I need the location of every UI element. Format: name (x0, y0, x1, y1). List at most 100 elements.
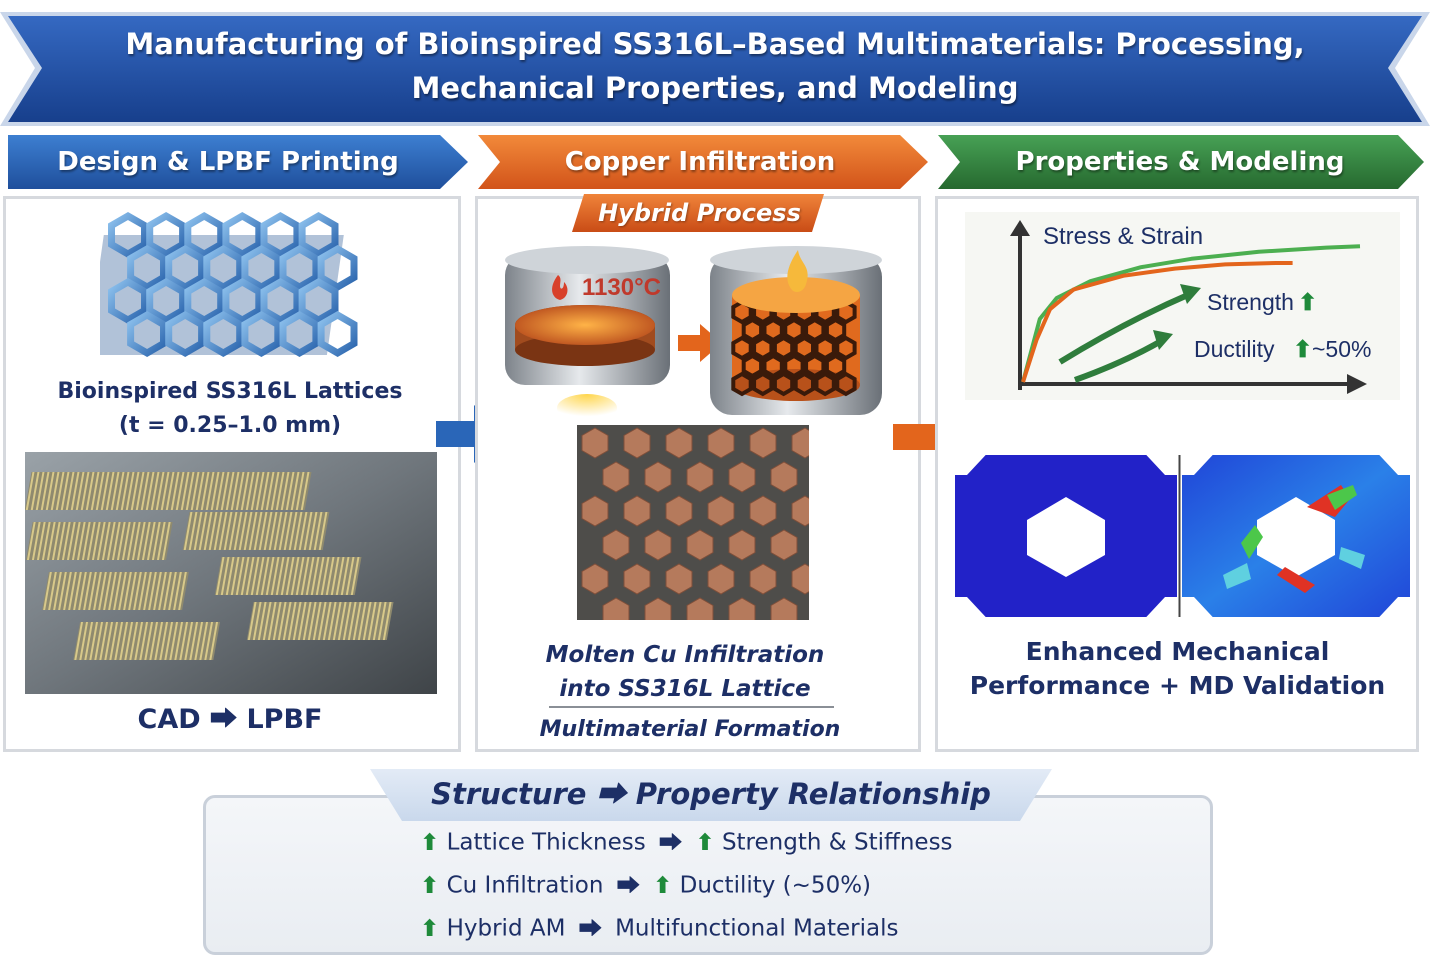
copper-cell (707, 563, 735, 595)
lattice-cell (127, 244, 167, 292)
md-undeformed-lattice (955, 455, 1177, 617)
relationship-row-3: ⬆ Hybrid AM ⮕ Multifunctional Materials (420, 911, 898, 945)
hybrid-process-badge: Hybrid Process (598, 199, 801, 227)
lattice-cell (317, 310, 358, 358)
infiltrated-cell (804, 317, 826, 343)
copper-cell (728, 461, 756, 493)
infiltrated-cell (752, 371, 774, 397)
infiltration-caption-line-1: Molten Cu Infiltration (545, 642, 825, 668)
page-title: Manufacturing of Bioinspired SS316L–Base… (65, 22, 1365, 110)
relationship-cause: Lattice Thickness (446, 829, 646, 856)
copper-cell (644, 461, 672, 493)
lattice-cell (165, 310, 206, 358)
stage-3-label: Properties & Modeling (1015, 147, 1345, 177)
lattice-cell (241, 244, 282, 292)
cad-to-lpbf-flow: CAD ⮕ LPBF (120, 700, 340, 740)
relationship-effect: Multifunctional Materials (615, 915, 899, 942)
stage-3-arrow (938, 135, 1424, 189)
flow-arrow-icon: ⮕ (210, 704, 238, 735)
stage-1-label: Design & LPBF Printing (57, 147, 399, 177)
copper-cell (602, 529, 630, 561)
strength-up-arrow-icon: ⬆ (1298, 289, 1317, 315)
relationship-tab (370, 769, 1052, 821)
infiltrated-cell (772, 335, 795, 361)
copper-cell (749, 427, 777, 459)
lattice-cell (241, 310, 282, 358)
copper-cell (665, 495, 693, 527)
infiltrated-cell (731, 335, 753, 361)
lattice-cell (203, 310, 244, 358)
infiltrated-cell (835, 371, 857, 397)
lattice-caption-line-1: Bioinspired SS316L Lattices (57, 379, 403, 404)
lattice-cell (165, 244, 206, 292)
lattice-cell (298, 277, 339, 325)
infiltrated-cell (783, 353, 805, 379)
copper-cell (644, 597, 672, 620)
relationship-effect: Strength & Stiffness (721, 829, 953, 856)
lattice-cell (317, 244, 358, 292)
lpbf-build-plate-photo (25, 452, 437, 694)
copper-cell (686, 461, 714, 493)
infiltrated-cell (741, 353, 764, 379)
x-axis-arrowhead (1347, 374, 1367, 394)
hybrid-process-badge-shape (572, 194, 824, 232)
copper-cell (602, 597, 630, 620)
copper-cell (749, 563, 777, 595)
right-arrow-icon: ⮕ (616, 872, 640, 899)
copper-cell (791, 495, 809, 527)
copper-cell (665, 563, 693, 595)
infiltrated-cell (793, 371, 815, 397)
infiltration-caption-line-2: into SS316L Lattice (559, 676, 811, 702)
copper-cell (644, 529, 672, 561)
infiltration-flame-icon (787, 250, 808, 292)
printed-lattice-sample (164, 472, 312, 510)
copper-cell (791, 427, 809, 459)
lattice-cell (279, 244, 320, 292)
lattice-cell (146, 211, 187, 259)
infiltration-caption: Molten Cu Infiltration into SS316L Latti… (500, 638, 870, 706)
copper-cell (728, 597, 756, 620)
copper-cell (623, 563, 651, 595)
copper-cell (728, 529, 756, 561)
lattice-cell (127, 310, 167, 358)
cu-infiltrated-micrograph (577, 425, 809, 620)
lattice-cell (184, 277, 225, 325)
flame-icon (552, 275, 568, 300)
series-line-1 (1021, 244, 1361, 383)
relationship-box (203, 795, 1213, 955)
copper-cell (623, 427, 651, 459)
honeycomb-lattice-illustration (100, 211, 358, 358)
lattice-cell (298, 211, 339, 259)
title-line-1: Manufacturing of Bioinspired SS316L–Base… (125, 27, 1305, 61)
ductility-value: ~50% (1312, 336, 1371, 362)
relationship-effect: Ductility (~50%) (679, 872, 872, 899)
flow-from-label: CAD (137, 704, 201, 735)
copper-cell (686, 529, 714, 561)
stage-1-arrow (8, 135, 468, 189)
infiltrated-cell (814, 335, 836, 361)
copper-cell (791, 563, 809, 595)
infiltrated-cell (783, 317, 805, 343)
infiltrated-cell (762, 353, 784, 379)
infiltrated-cell (824, 353, 847, 379)
copper-cell (581, 495, 609, 527)
lattice-cell (260, 211, 301, 259)
up-arrow-icon: ⬆ (695, 829, 715, 856)
lattice-cell (222, 211, 263, 259)
printed-lattice-sample (214, 557, 362, 595)
copper-cell (770, 597, 798, 620)
series-line-2 (1021, 261, 1293, 383)
copper-cell (707, 427, 735, 459)
printed-lattice-sample (42, 572, 189, 610)
copper-cell (770, 461, 798, 493)
properties-caption-line-1: Enhanced Mechanical (1025, 637, 1330, 666)
infiltrated-cell (814, 371, 836, 397)
ductility-trend-arrow (1073, 337, 1165, 383)
copper-cell (707, 495, 735, 527)
printed-lattice-sample (25, 522, 173, 560)
stage-2-label: Copper Infiltration (564, 147, 836, 177)
lattice-cell (184, 211, 225, 259)
strength-label: Strength (1207, 289, 1294, 315)
copper-cell (581, 427, 609, 459)
properties-caption: Enhanced Mechanical Performance + MD Val… (960, 635, 1395, 703)
